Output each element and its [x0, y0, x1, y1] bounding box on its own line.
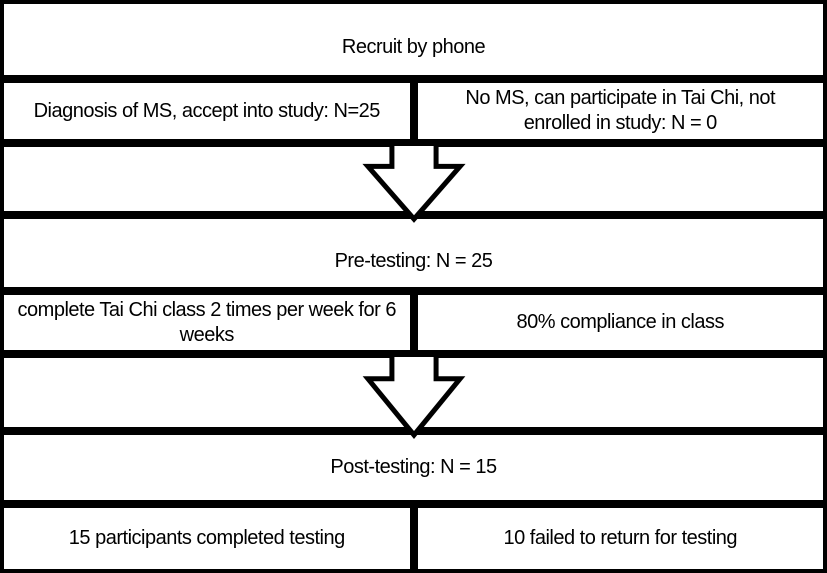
post-testing-label: Post-testing: N = 15	[330, 456, 497, 478]
compliance-label: 80% compliance in class	[516, 311, 725, 333]
tai-chi-class-box: complete Tai Chi class 2 times per week …	[0, 291, 414, 354]
post-testing-box: Post-testing: N = 15	[0, 431, 827, 504]
failed-return-label: 10 failed to return for testing	[503, 527, 738, 549]
no-ms-box: No MS, can participate in Tai Chi, not e…	[413, 79, 827, 143]
diagnosis-box: Diagnosis of MS, accept into study: N=25	[0, 79, 414, 143]
down-arrow-icon	[366, 146, 462, 220]
no-ms-label: No MS, can participate in Tai Chi, not e…	[465, 87, 776, 134]
compliance-box: 80% compliance in class	[413, 291, 827, 354]
diagnosis-label: Diagnosis of MS, accept into study: N=25	[33, 99, 381, 122]
arrow-band-1-box	[0, 143, 827, 215]
pre-testing-row: Pre-testing: N = 25	[0, 215, 827, 291]
post-testing-row: Post-testing: N = 15	[0, 431, 827, 504]
intervention-row: complete Tai Chi class 2 times per week …	[0, 291, 827, 354]
failed-return-box: 10 failed to return for testing	[413, 504, 827, 573]
recruit-box: Recruit by phone	[0, 0, 827, 79]
down-arrow-icon	[366, 357, 462, 436]
recruit-label: Recruit by phone	[341, 36, 486, 58]
tai-chi-class-label: complete Tai Chi class 2 times per week …	[17, 298, 397, 346]
screening-row: Diagnosis of MS, accept into study: N=25…	[0, 79, 827, 143]
outcome-row: 15 participants completed testing 10 fai…	[0, 504, 827, 573]
completed-testing-box: 15 participants completed testing	[0, 504, 414, 573]
arrow-band-2-box	[0, 354, 827, 431]
completed-testing-label: 15 participants completed testing	[68, 527, 345, 549]
arrow-band-2	[0, 354, 827, 431]
recruit-row: Recruit by phone	[0, 0, 827, 79]
pre-testing-box: Pre-testing: N = 25	[0, 215, 827, 291]
arrow-band-1	[0, 143, 827, 215]
pre-testing-label: Pre-testing: N = 25	[334, 249, 493, 272]
